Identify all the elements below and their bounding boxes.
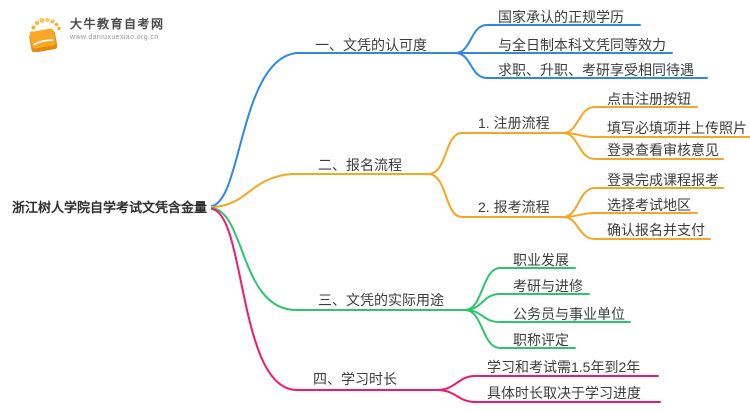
branch-1-leaf-2: 与全日制本科文凭同等效力 [498,37,666,53]
branch-1-edges [211,24,708,207]
branch-1-node: 一、文凭的认可度 [315,37,427,53]
root-node: 浙江树人学院自学考试文凭含金量 [12,200,208,215]
branch-2-subnode-1: 1. 注册流程 [478,115,550,131]
branch-3-leaf-2: 考研与进修 [513,278,583,294]
site-name: 大牛教育自考网 [70,17,165,31]
branch-2-sub1-leaf-3: 登录查看审核意见 [607,142,719,158]
branch-4-node: 四、学习时长 [313,371,397,387]
branch-2-subnode-2: 2. 报考流程 [478,199,550,215]
branch-1-leaf-3: 求职、升职、考研享受相同待遇 [498,62,694,78]
site-watermark-text: 大牛教育自考网 www.daniuxuexiao.org.cn [70,10,165,42]
branch-2-edges [211,106,750,240]
branch-2-sub2-leaf-2: 选择考试地区 [607,197,691,213]
branch-4-leaf-1: 学习和考试需1.5年到2年 [487,359,641,375]
branch-2-node: 二、报名流程 [318,157,402,173]
branch-2-sub1-leaf-1: 点击注册按钮 [607,91,691,107]
site-watermark: 大牛教育自考网 www.daniuxuexiao.org.cn [24,10,165,52]
branch-2-sub1-leaf-2: 填写必填项并上传照片 [607,120,747,136]
branch-3-edges [211,207,631,349]
branch-4-leaf-2: 具体时长取决于学习进度 [487,385,641,401]
branch-3-node: 三、文凭的实际用途 [318,292,444,308]
branch-3-leaf-1: 职业发展 [513,252,569,268]
site-url: www.daniuxuexiao.org.cn [70,34,159,41]
branch-1-leaf-1: 国家承认的正规学历 [498,9,624,25]
branch-2-sub2-leaf-3: 确认报名并支付 [607,222,705,238]
book-logo-icon [29,17,61,52]
branch-3-leaf-3: 公务员与事业单位 [513,306,625,322]
branch-2-sub2-leaf-1: 登录完成课程报考 [607,172,719,188]
branch-4-edges [211,208,661,403]
branch-3-leaf-4: 职称评定 [513,332,569,348]
